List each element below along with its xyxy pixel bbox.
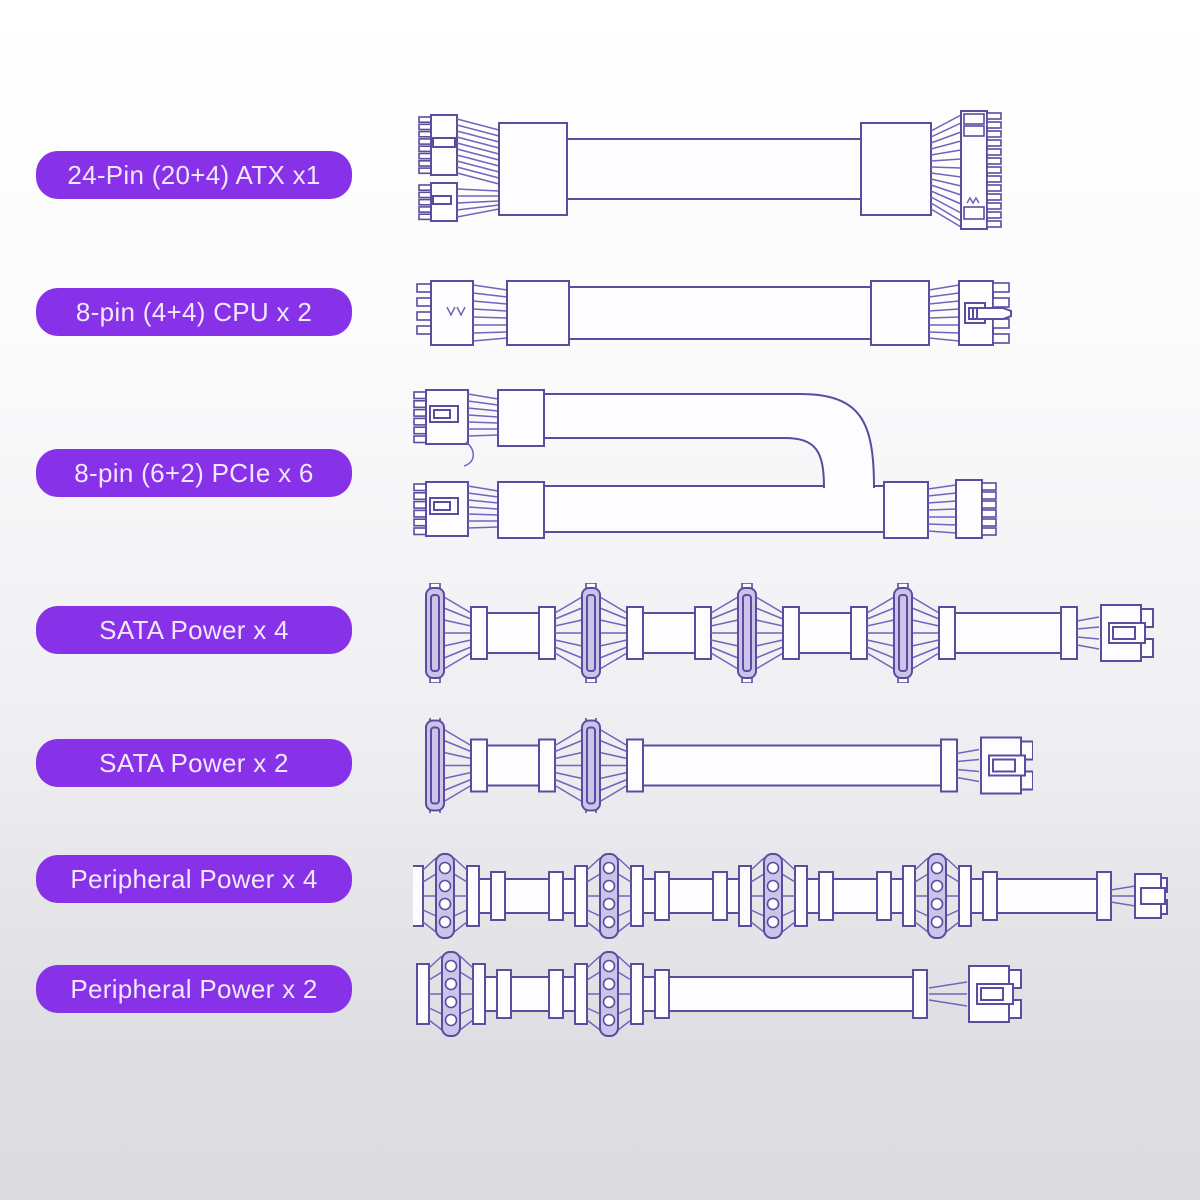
peripheral-power-2-cable-illustration xyxy=(416,951,1022,1037)
sata-connector xyxy=(737,583,757,683)
pcie-top-wires xyxy=(467,393,499,437)
cable-sleeve xyxy=(506,280,570,346)
atx-left-wires xyxy=(456,118,500,218)
pcie-bottom-wires xyxy=(467,485,499,529)
cpu-right-connector xyxy=(958,280,1012,346)
cpu-left-wires xyxy=(472,284,508,342)
atx-24pin-cable-illustration xyxy=(418,110,1002,230)
atx-left-connector xyxy=(418,114,458,222)
sata-connector xyxy=(893,583,913,683)
cable-label-peripheral2: Peripheral Power x 2 xyxy=(36,965,352,1013)
psu-side-connector xyxy=(968,965,1022,1023)
cable-label-sata2: SATA Power x 2 xyxy=(36,739,352,787)
sata-connector xyxy=(425,718,445,813)
cpu-8pin-cable-illustration xyxy=(416,280,1012,346)
sata-connector xyxy=(425,583,445,683)
cable-sleeve xyxy=(883,481,929,539)
psu-side-connector xyxy=(1100,604,1154,662)
cable-sleeve xyxy=(497,389,545,447)
peripheral-power-4-cable-illustration xyxy=(413,853,1168,939)
cable-label-pcie: 8-pin (6+2) PCIe x 6 xyxy=(36,449,352,497)
cable-label-cpu: 8-pin (4+4) CPU x 2 xyxy=(36,288,352,336)
cable-body xyxy=(543,485,885,533)
atx-right-connector xyxy=(960,110,1002,230)
molex-connector xyxy=(574,853,644,939)
pcie-right-wires xyxy=(927,484,957,534)
psu-side-connector xyxy=(980,736,1033,795)
molex-connector xyxy=(574,951,644,1037)
cable-label-sata4: SATA Power x 4 xyxy=(36,606,352,654)
cpu-left-connector xyxy=(416,280,474,346)
molex-connector xyxy=(902,853,972,939)
cable-body xyxy=(566,138,862,200)
pcie-8pin-cable-illustration xyxy=(413,389,997,539)
cable-sleeve xyxy=(497,481,545,539)
cable-label-peripheral4: Peripheral Power x 4 xyxy=(36,855,352,903)
cable-sleeve xyxy=(498,122,568,216)
psu-side-connector xyxy=(1134,873,1168,919)
sata-power-4-cable-illustration xyxy=(425,583,1154,683)
cable-sleeve xyxy=(860,122,932,216)
molex-connector xyxy=(416,951,486,1037)
atx-right-wires xyxy=(930,114,962,228)
molex-connector xyxy=(738,853,808,939)
sata-power-2-cable-illustration xyxy=(425,718,1033,813)
cable-u-bend xyxy=(544,394,874,489)
sata-connector xyxy=(581,583,601,683)
pcie-bottom-connector xyxy=(413,481,469,537)
molex-connector xyxy=(413,853,480,939)
pcie-top-connector xyxy=(413,389,469,445)
cable-label-atx: 24-Pin (20+4) ATX x1 xyxy=(36,151,352,199)
sata-connector xyxy=(581,718,601,813)
cable-sleeve xyxy=(870,280,930,346)
cpu-right-wires xyxy=(928,284,960,342)
cable-body xyxy=(568,286,872,340)
pcie-right-connector xyxy=(955,479,997,539)
